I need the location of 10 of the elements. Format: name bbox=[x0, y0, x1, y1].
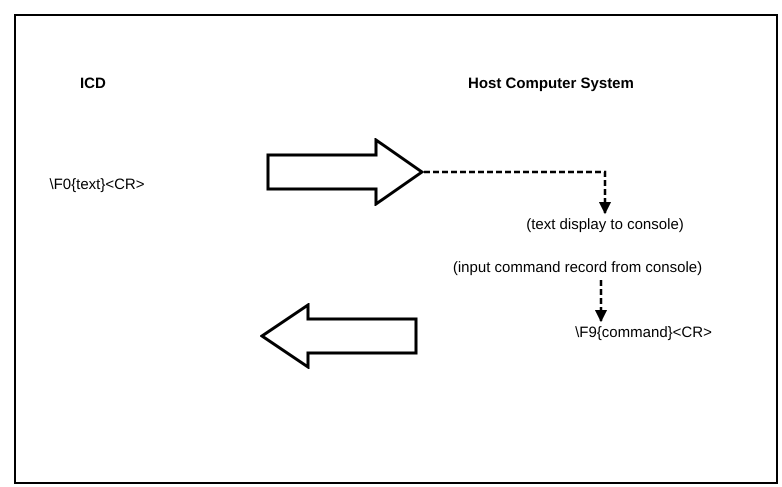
column-heading: ICD bbox=[80, 74, 106, 94]
message-text: \F0{text}<CR> bbox=[22, 173, 172, 197]
dashed-arrow bbox=[424, 170, 612, 214]
block-arrow bbox=[260, 303, 418, 369]
column-heading: Host Computer System bbox=[468, 74, 634, 94]
block-arrow bbox=[266, 138, 424, 206]
dashed-arrow bbox=[594, 280, 608, 322]
message-text: (text display to console) bbox=[500, 213, 710, 237]
message-text: (input command record from console) bbox=[380, 256, 775, 280]
message-text: \F9{command}<CR> bbox=[556, 321, 731, 345]
